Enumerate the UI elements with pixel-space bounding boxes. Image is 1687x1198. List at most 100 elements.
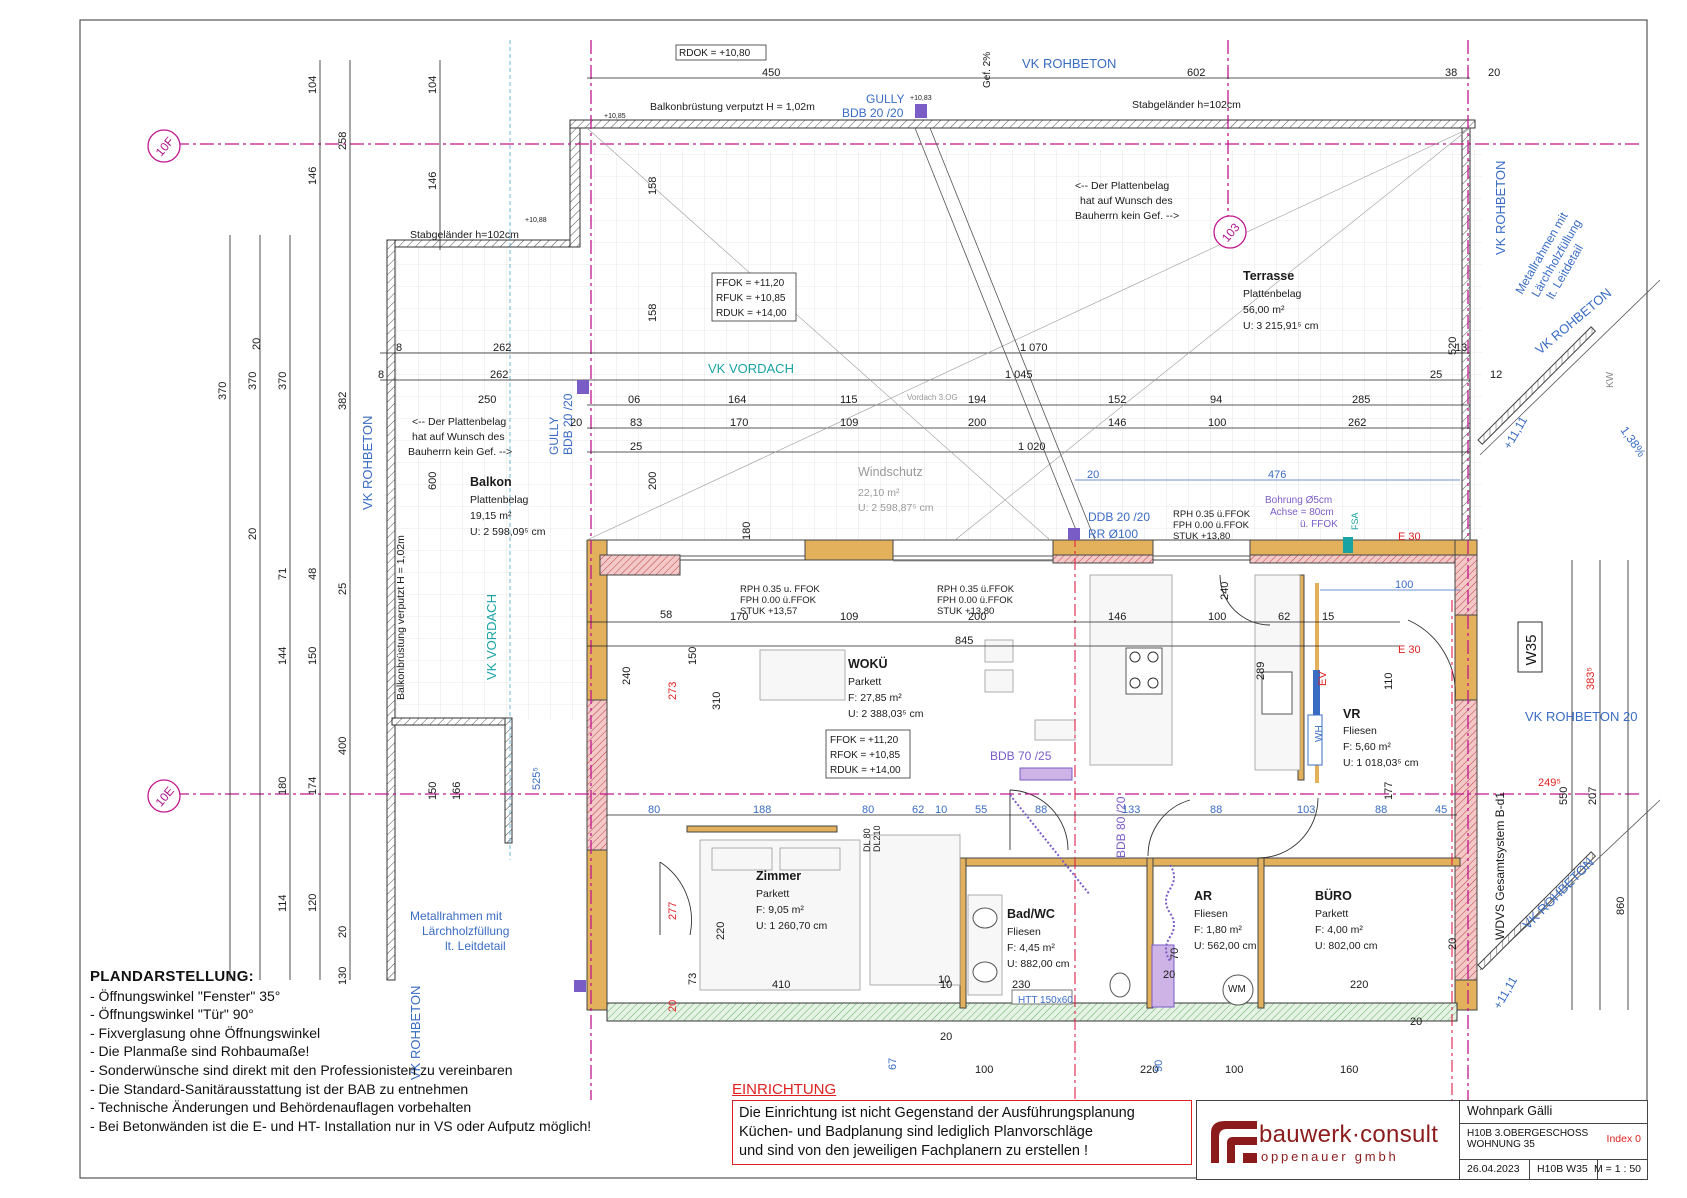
- legend-item: - Öffnungswinkel "Tür" 90°: [90, 1006, 254, 1023]
- elev-1085: +10,85: [604, 113, 626, 120]
- balkon-tiles: [392, 245, 587, 720]
- dim-in-0: 170: [730, 611, 748, 623]
- elev-1083: +10,83: [910, 95, 932, 102]
- ddb-drain-icon: [1068, 528, 1080, 540]
- room-perimeter-ar: U: 562,00 cm: [1194, 940, 1257, 952]
- dim-r4-1: 1 020: [1018, 441, 1046, 453]
- level-living-ffok: FFOK = +11,20: [830, 735, 899, 746]
- dim-m-35: 110: [1383, 672, 1395, 690]
- vk-rohbeton-right: VK ROHBETON: [1493, 161, 1508, 255]
- dim-r1-7: 25: [1430, 369, 1442, 381]
- rr-drain-icon: [574, 980, 586, 992]
- room-name-terrasse: Terrasse: [1243, 269, 1294, 283]
- dim-r1-5: 262: [490, 369, 508, 381]
- dim-m-1: 158: [647, 304, 659, 322]
- dim-top-4: 104: [307, 76, 319, 94]
- level-terrace-ffok: FFOK = +11,20: [716, 278, 785, 289]
- metall-left-3: lt. Leitdetail: [445, 939, 506, 953]
- stuk-a-3: STUK +13,57: [740, 606, 797, 617]
- zimmer-furniture: [699, 834, 961, 991]
- room-area-wokue: F: 27,85 m²: [848, 692, 902, 704]
- dim-r3-0: 20: [570, 417, 582, 429]
- dim-mid-7: 133: [1122, 804, 1140, 816]
- legend-heading: PLANDARSTELLUNG:: [90, 968, 254, 985]
- dim-r3-7: 262: [1348, 417, 1366, 429]
- bohrung-line-1: Bohrung Ø5cm: [1265, 495, 1332, 506]
- company-logo: bauwerk·consult oppenauer gmbh: [1197, 1101, 1460, 1179]
- legend-item: - Die Standard-Sanitärausstattung ist de…: [90, 1080, 469, 1097]
- dim-m-15: 410: [772, 979, 790, 991]
- dim-in-9: 100: [1395, 579, 1413, 591]
- dim-in-1: 109: [840, 611, 858, 623]
- room-name-windschutz: Windschutz: [858, 465, 923, 479]
- dim-r1-2: 1 070: [1020, 342, 1048, 354]
- parapet-right: [1461, 127, 1471, 541]
- tb-divider: [1459, 1159, 1647, 1160]
- dim-r2-4: 194: [968, 394, 986, 406]
- dim-top-1: 602: [1187, 67, 1205, 79]
- legend-item: - Fixverglasung ohne Öffnungswinkel: [90, 1024, 321, 1041]
- dim-l-13: 114: [277, 894, 289, 912]
- plan-date: 26.04.2023: [1467, 1163, 1520, 1175]
- dim-m-24: 100: [1225, 1064, 1243, 1076]
- dim-m-40: 20: [251, 338, 263, 350]
- wm-label: WM: [1228, 984, 1246, 995]
- einrichtung-note: EINRICHTUNG Die Einrichtung ist nicht Ge…: [732, 1081, 1192, 1165]
- dim-m-17: 10: [940, 979, 952, 991]
- gully-left-icon: [577, 380, 589, 394]
- room-area-vr: F: 5,60 m²: [1343, 741, 1391, 753]
- kitchen-furniture: [759, 574, 1301, 771]
- dim-top-6: 146: [307, 167, 319, 185]
- dim-mid-6: 88: [1035, 804, 1047, 816]
- dim-mid-8: 88: [1210, 804, 1222, 816]
- level-box-rdok: RDOK = +10,80: [675, 44, 767, 61]
- room-finish-buero: Parkett: [1315, 908, 1348, 920]
- dim-m-42: 20: [940, 1031, 952, 1043]
- bdb80-label: BDB 80 /20: [1114, 796, 1128, 858]
- dim-in-8: 476: [1268, 469, 1286, 481]
- kw-label: KW: [1605, 371, 1616, 388]
- dim-r2-3: 115: [840, 394, 858, 406]
- dim-top-8: 146: [427, 172, 439, 190]
- e30-mid: E 30: [1398, 644, 1421, 656]
- dim-m-32: 383⁵: [1585, 667, 1597, 690]
- plan-scale: M = 1 : 50: [1594, 1163, 1641, 1175]
- plan-legend: PLANDARSTELLUNG: - Öffnungswinkel "Fenst…: [90, 968, 690, 1135]
- room-area-windschutz: 22,10 m²: [858, 487, 900, 499]
- dim-l-12: 174: [307, 777, 319, 795]
- room-finish-ar: Fliesen: [1194, 908, 1228, 920]
- platten-note-t3: Bauherrn kein Gef. -->: [1075, 210, 1179, 222]
- shaft-bdb70: [1019, 767, 1073, 781]
- dim-m-9: 150: [427, 782, 439, 800]
- dim-m-13: 73: [687, 973, 699, 985]
- vordach-3og: Vordach 3.OG: [907, 393, 958, 402]
- dim-mid-0: 80: [648, 804, 660, 816]
- room-area-balkon: 19,15 m²: [470, 510, 512, 522]
- bohrung-line-2: Achse = 80cm: [1270, 507, 1334, 518]
- room-perimeter-windschutz: U: 2 598,87⁵ cm: [858, 502, 934, 514]
- gef-label: Gef. 2%: [982, 52, 993, 88]
- dim-r3-5: 146: [1108, 417, 1126, 429]
- pier-3-insul: [1052, 554, 1154, 564]
- fsa-icon: [1343, 537, 1353, 553]
- dim-m-41: 20: [1447, 938, 1459, 950]
- dim-l-11: 180: [277, 777, 289, 795]
- dim-m-12: 277: [667, 902, 679, 920]
- dim-r2-6: 94: [1210, 394, 1222, 406]
- dim-in-6: 15: [1322, 611, 1334, 623]
- dim-m-11: 220: [715, 922, 727, 940]
- balkon-brust-left: Balkonbrüstung verputzt H = 1,02m: [395, 535, 407, 700]
- room-name-vr: VR: [1343, 707, 1360, 721]
- w35-label: W35: [1523, 635, 1540, 666]
- room-area-terrasse: 56,00 m²: [1243, 304, 1285, 316]
- bath-fixtures: [967, 894, 1254, 1006]
- flex-duct-2: [1165, 864, 1175, 962]
- dim-m-38: 180: [741, 522, 753, 540]
- legend-item: - Technische Änderungen und Behördenaufl…: [90, 1099, 472, 1116]
- dim-r1-4: 8: [378, 369, 384, 381]
- dim-in-3: 146: [1108, 611, 1126, 623]
- dim-m-7: 240: [621, 667, 633, 685]
- dim-m-21: 220: [1140, 1064, 1158, 1076]
- room-area-zimmer: F: 9,05 m²: [756, 904, 804, 916]
